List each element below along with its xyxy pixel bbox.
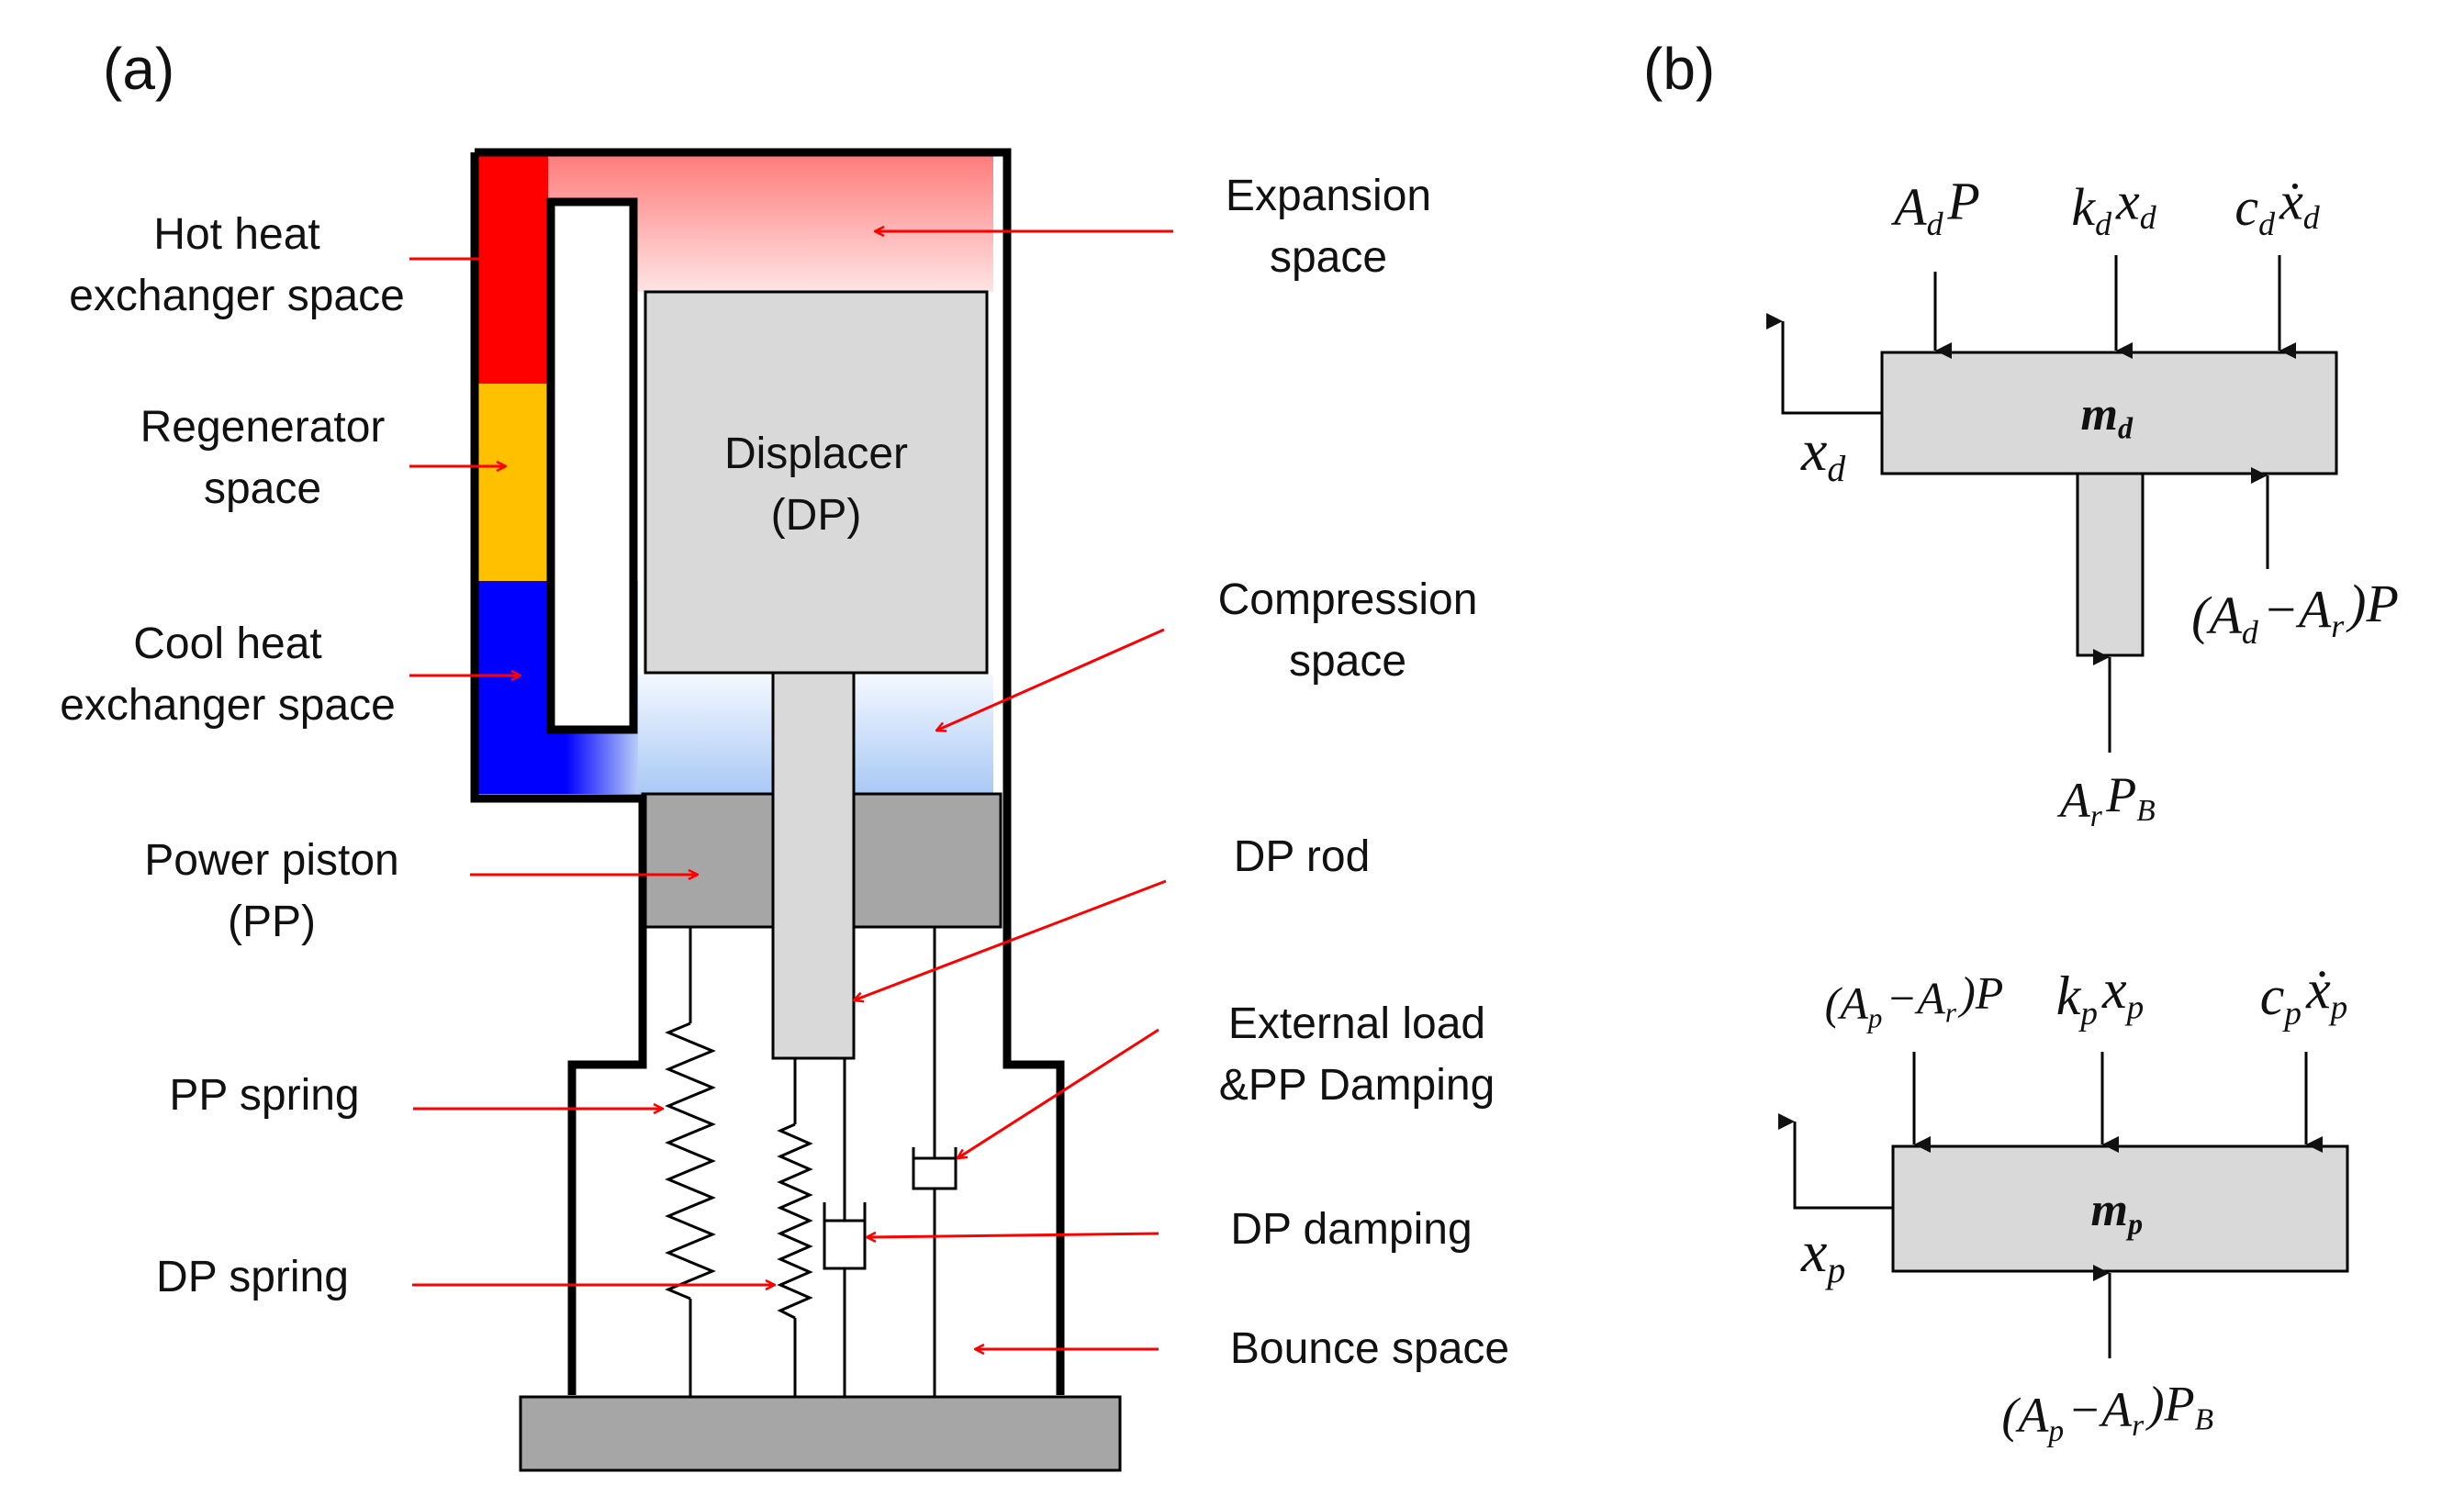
label-power-piston: Power piston(PP) bbox=[144, 836, 399, 947]
base-plate bbox=[519, 1395, 1122, 1472]
displacer-mass-label: md bbox=[2081, 383, 2137, 445]
displacer-fbd bbox=[1766, 255, 2338, 753]
displacer-label: Displacer(DP) bbox=[724, 430, 908, 540]
dp-spring bbox=[777, 1058, 813, 1397]
arrow-compression bbox=[936, 628, 1165, 731]
label-external-load: External load&PP Damping bbox=[1218, 999, 1495, 1111]
piston-x-axis bbox=[1778, 1113, 1893, 1210]
force-dp-spring: kd xd bbox=[2071, 165, 2160, 242]
force-dp-damping: cd ẋd bbox=[2234, 165, 2324, 242]
regenerator-insert bbox=[546, 197, 638, 734]
force-pp-damping: cp ẋp bbox=[2260, 953, 2353, 1033]
piston-x-label: xp bbox=[1800, 1212, 1851, 1290]
label-dp-damping: DP damping bbox=[1230, 1205, 1473, 1254]
dp-rod bbox=[771, 671, 856, 1060]
cool-fill-upper bbox=[477, 581, 548, 746]
displacer-body bbox=[644, 290, 989, 675]
piston-mass-block bbox=[1891, 1144, 2349, 1273]
label-bounce-space: Bounce space bbox=[1229, 1324, 1510, 1373]
force-pp-spring: kp xp bbox=[2056, 953, 2149, 1033]
label-pp-spring: PP spring bbox=[169, 1071, 360, 1120]
arrow-dp-damping bbox=[867, 1234, 1159, 1237]
label-dp-spring: DP spring bbox=[156, 1253, 349, 1301]
arrow-dp-rod bbox=[854, 879, 1167, 1000]
displacer-x-axis bbox=[1766, 313, 1882, 415]
free-body-diagrams: md xd Ad P kd xd cd ẋd (Ad −Ar )P Ar PB … bbox=[1766, 165, 2399, 1449]
pointer-arrows bbox=[409, 231, 1173, 1349]
force-pp-bounce: (Ap −Ar )PB bbox=[2001, 1371, 2217, 1449]
pp-spring bbox=[665, 927, 716, 1397]
panel-label-a: (a) bbox=[103, 36, 175, 102]
hot-heat-exchanger-space bbox=[477, 154, 548, 384]
panel-label-b: (b) bbox=[1643, 36, 1716, 102]
force-dp-net-area: (Ad −Ar )P bbox=[2191, 574, 2399, 651]
displacer-x-label: xd bbox=[1800, 411, 1851, 489]
dp-damper bbox=[823, 1058, 867, 1397]
schematic: Displacer(DP) bbox=[409, 148, 1173, 1472]
external-load-damper bbox=[912, 927, 958, 1397]
force-dp-bounce: Ar PB bbox=[2057, 762, 2160, 833]
force-pp-pressure: (Ap −Ar )P bbox=[1825, 967, 2004, 1034]
displacer-rod-block bbox=[2076, 472, 2145, 657]
regenerator-space bbox=[477, 384, 548, 581]
force-dp-pressure: Ad P bbox=[1890, 171, 1980, 241]
piston-fbd bbox=[1778, 1052, 2349, 1358]
label-dp-rod: DP rod bbox=[1233, 832, 1371, 881]
casing bbox=[470, 148, 1065, 1395]
piston-mass-label: mp bbox=[2091, 1178, 2147, 1241]
arrow-external-load bbox=[958, 1028, 1159, 1158]
